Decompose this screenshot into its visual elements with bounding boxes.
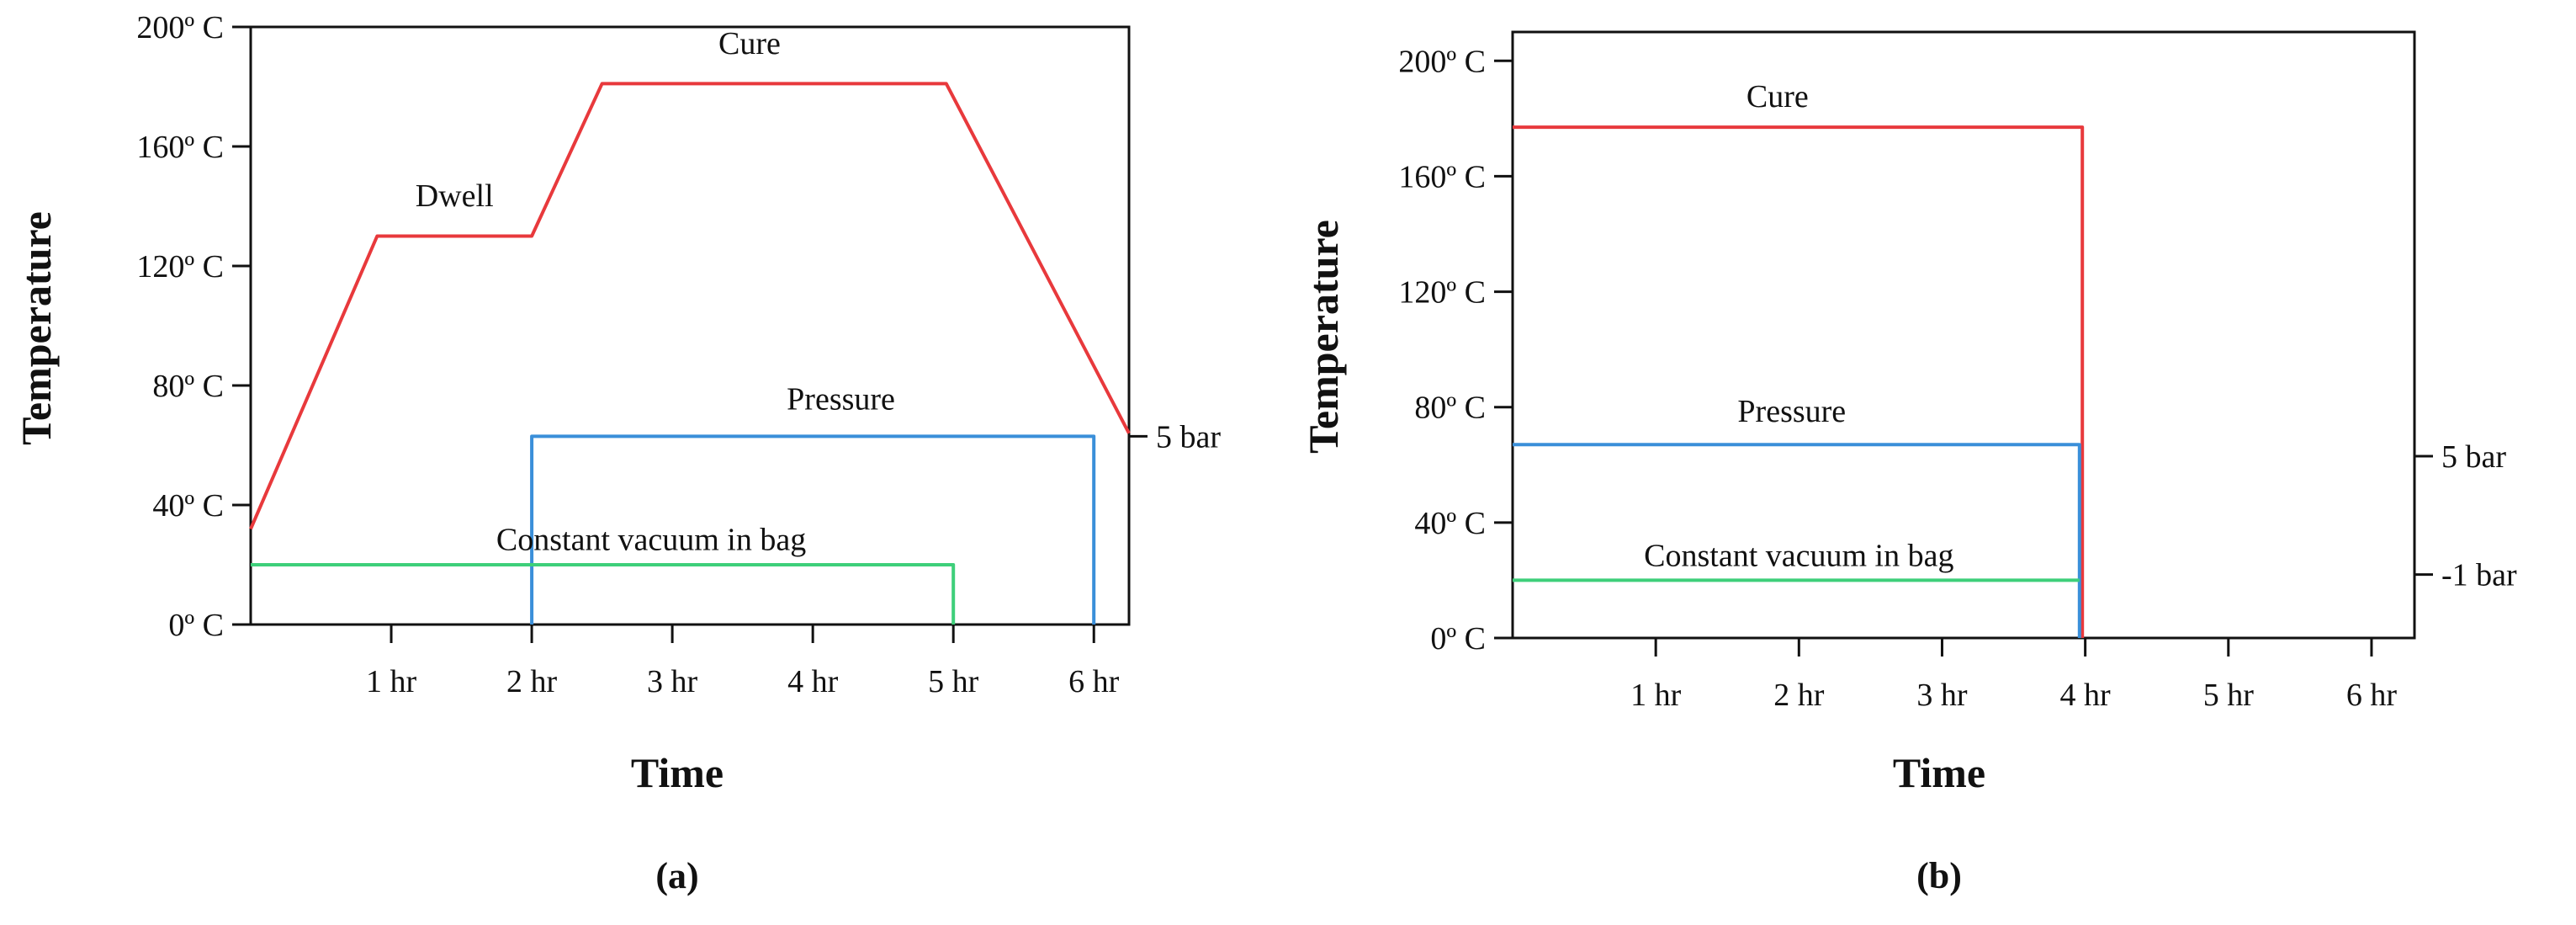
y-tick-label: 80º C — [1414, 391, 1486, 426]
panel-caption-b: (b) — [1916, 855, 1962, 896]
x-tick-label: 1 hr — [366, 664, 417, 699]
y-tick-label: 200º C — [1398, 44, 1486, 79]
right-tick-label: -1 bar — [2441, 558, 2517, 593]
temperature-line — [249, 82, 1131, 530]
plot-frame-a — [249, 25, 1131, 626]
annotation-label: Cure — [718, 26, 781, 61]
y-axis-title-b: Temperature — [1300, 220, 1347, 454]
plot-frame-b — [1511, 30, 2416, 640]
y-tick-label: 120º C — [1398, 275, 1486, 311]
right-tick-label: 5 bar — [2441, 439, 2506, 475]
annotation-label: Pressure — [787, 381, 895, 417]
right-axis-b: 5 bar -1 bar — [2414, 439, 2517, 593]
x-tick-label: 5 hr — [928, 664, 979, 699]
x-tick-label: 6 hr — [1068, 664, 1120, 699]
vacuum-line — [251, 563, 956, 625]
temperature-line — [1513, 125, 2085, 638]
annotation-label: Constant vacuum in bag — [1644, 538, 1953, 573]
pressure-line — [1513, 443, 2081, 638]
y-tick-label: 160º C — [136, 130, 224, 165]
x-tick-label: 2 hr — [1773, 678, 1825, 713]
x-tick-label: 6 hr — [2346, 678, 2398, 713]
y-tick-label: 40º C — [1414, 506, 1486, 541]
x-axis-title-a: Time — [631, 749, 724, 796]
y-tick-label: 200º C — [136, 10, 224, 45]
chart-panel-a: 0º C 40º C 80º C 120º C 160º C 200º C 1 hr 2 h… — [13, 10, 1221, 896]
pressure-line — [530, 434, 1096, 625]
x-tick-label: 1 hr — [1630, 678, 1682, 713]
y-axis-title-a: Temperature — [13, 211, 60, 445]
y-tick-label: 80º C — [152, 369, 224, 404]
x-axis-title-b: Time — [1893, 749, 1985, 796]
right-tick-label: 5 bar — [1156, 419, 1221, 455]
y-axis-b: 0º C 40º C 80º C 120º C 160º C 200º C — [1398, 44, 1513, 657]
y-tick-label: 40º C — [152, 488, 224, 524]
y-axis-a: 0º C 40º C 80º C 120º C 160º C 200º C — [136, 10, 251, 643]
y-tick-label: 0º C — [1430, 621, 1486, 657]
y-tick-label: 0º C — [168, 608, 224, 643]
annotation-label: Constant vacuum in bag — [496, 522, 806, 557]
series-group-b — [1513, 125, 2085, 638]
x-tick-label: 4 hr — [787, 664, 839, 699]
annotation-label: Pressure — [1737, 394, 1846, 429]
x-axis-a: 1 hr 2 hr 3 hr 4 hr 5 hr 6 hr — [366, 625, 1120, 699]
chart-panel-b: 0º C 40º C 80º C 120º C 160º C 200º C 1 hr 2 h… — [1300, 30, 2517, 896]
annotation-label: Dwell — [416, 178, 494, 214]
panel-caption-a: (a) — [655, 855, 698, 896]
y-tick-label: 160º C — [1398, 159, 1486, 194]
x-tick-label: 3 hr — [1916, 678, 1968, 713]
x-axis-b: 1 hr 2 hr 3 hr 4 hr 5 hr 6 hr — [1630, 638, 2397, 713]
y-tick-label: 120º C — [136, 249, 224, 284]
x-tick-label: 4 hr — [2060, 678, 2112, 713]
annotation-label: Cure — [1746, 79, 1809, 114]
x-tick-label: 5 hr — [2203, 678, 2255, 713]
series-group-a — [249, 82, 1131, 625]
x-tick-label: 2 hr — [506, 664, 558, 699]
x-tick-label: 3 hr — [647, 664, 698, 699]
right-axis-a: 5 bar — [1129, 419, 1221, 455]
